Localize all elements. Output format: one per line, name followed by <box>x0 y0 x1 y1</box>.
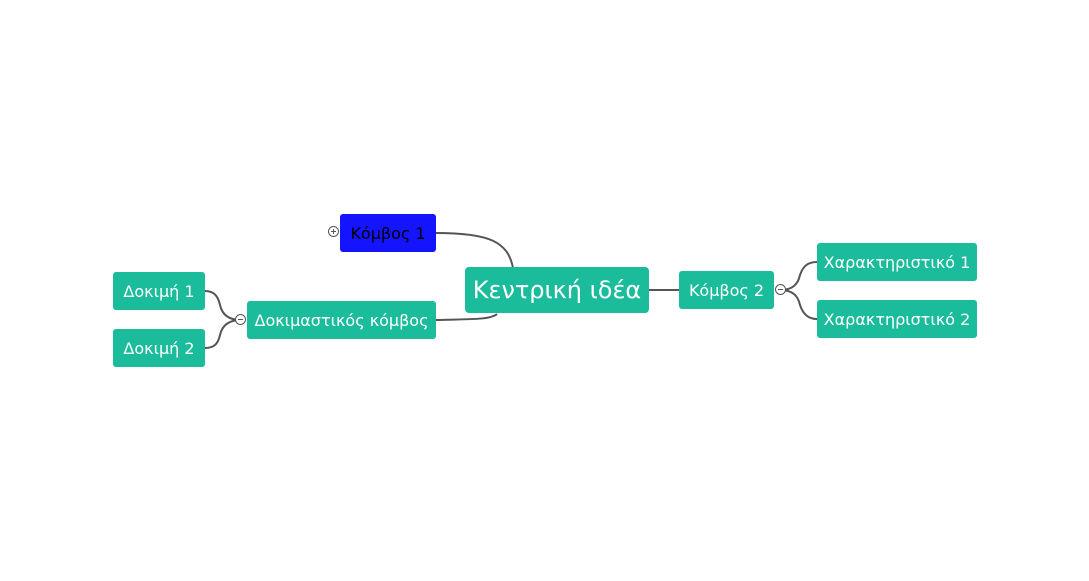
node-test-node-label: Δοκιμαστικός κόμβος <box>254 310 429 330</box>
node-test-2[interactable]: Δοκιμή 2 <box>113 329 205 367</box>
link-node2-feature1 <box>779 261 818 291</box>
link-test-node-test1 <box>204 290 242 321</box>
node-komvos-1-label: Κόμβος 1 <box>350 223 426 243</box>
link-root-test-node <box>435 313 498 321</box>
root-node-label: Κεντρική ιδέα <box>472 276 642 304</box>
node-feature-2[interactable]: Χαρακτηριστικό 2 <box>817 300 977 338</box>
node-feature-1-label: Χαρακτηριστικό 1 <box>823 252 971 272</box>
node-test-1[interactable]: Δοκιμή 1 <box>113 272 205 310</box>
node-komvos-2[interactable]: Κόμβος 2 <box>679 271 774 309</box>
expand-node-1-icon[interactable] <box>328 226 339 237</box>
link-test-node-test2 <box>204 319 242 349</box>
node-feature-1[interactable]: Χαρακτηριστικό 1 <box>817 243 977 281</box>
node-test-node[interactable]: Δοκιμαστικός κόμβος <box>247 301 436 339</box>
root-node[interactable]: Κεντρική ιδέα <box>465 267 649 313</box>
collapse-node-2-icon[interactable] <box>775 284 786 295</box>
node-komvos-1[interactable]: Κόμβος 1 <box>340 214 436 252</box>
node-feature-2-label: Χαρακτηριστικό 2 <box>823 309 971 329</box>
node-test-2-label: Δοκιμή 2 <box>123 338 195 358</box>
node-test-1-label: Δοκιμή 1 <box>123 281 195 301</box>
collapse-test-node-icon[interactable] <box>235 314 246 325</box>
link-root-node1 <box>435 232 514 269</box>
link-node2-feature2 <box>779 289 818 320</box>
node-komvos-2-label: Κόμβος 2 <box>688 280 765 300</box>
